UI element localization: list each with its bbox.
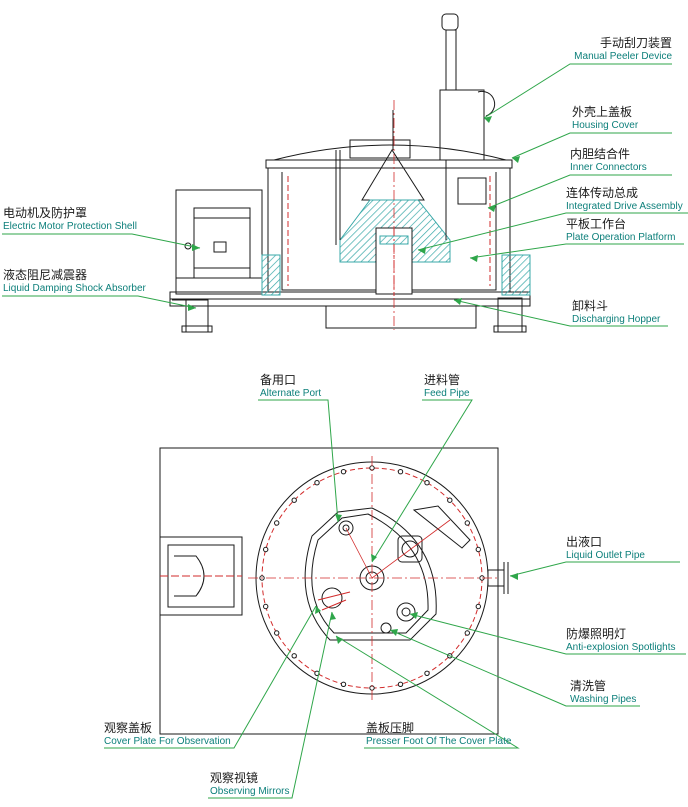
bolt [397, 469, 404, 475]
side-view [169, 13, 531, 333]
label-en: Liquid Outlet Pipe [566, 549, 645, 561]
base-plate [159, 447, 499, 735]
label-en: Anti-explosion Spotlights [566, 641, 676, 653]
label-plate-platform: 平板工作台 Plate Operation Platform [566, 217, 676, 243]
label-zh: 平板工作台 [566, 217, 627, 231]
label-zh: 备用口 [260, 373, 297, 387]
label-alternate-port: 备用口 Alternate Port [260, 373, 322, 399]
label-drive-assembly: 连体传动总成 Integrated Drive Assembly [566, 186, 683, 212]
label-en: Presser Foot Of The Cover Plate [366, 735, 512, 747]
label-en: Plate Operation Platform [566, 231, 676, 243]
label-en: Alternate Port [260, 387, 322, 399]
label-shock-absorber: 液态阻尼减震器 Liquid Damping Shock Absorber [3, 268, 146, 294]
label-zh: 内胆结合件 [570, 147, 631, 161]
label-zh: 外壳上盖板 [572, 105, 633, 119]
bolt [424, 480, 430, 486]
peeler-column [439, 89, 485, 161]
cover-plate [304, 507, 437, 641]
bolt [464, 630, 470, 636]
bolt [464, 520, 470, 526]
bolt [263, 603, 269, 610]
label-en: Cover Plate For Observation [104, 735, 231, 747]
label-zh: 连体传动总成 [566, 186, 639, 200]
label-zh: 盖板压脚 [366, 721, 415, 735]
label-housing-cover: 外壳上盖板 Housing Cover [572, 105, 639, 131]
label-discharging-hopper: 卸料斗 Discharging Hopper [572, 299, 661, 325]
bolt [340, 681, 347, 687]
label-en: Washing Pipes [570, 693, 637, 705]
bolt [475, 546, 481, 553]
motor-guard [175, 189, 263, 295]
bolt [274, 520, 280, 526]
label-en: Integrated Drive Assembly [566, 200, 683, 212]
label-spotlights: 防爆照明灯 Anti-explosion Spotlights [566, 627, 676, 653]
observation-port [321, 587, 343, 609]
bolt [263, 546, 269, 553]
label-inner-connectors: 内胆结合件 Inner Connectors [570, 147, 647, 173]
washing-port [380, 622, 392, 634]
label-en: Inner Connectors [570, 161, 647, 173]
label-zh: 电动机及防护罩 [3, 206, 88, 220]
bolt [424, 670, 430, 676]
label-zh: 进料管 [424, 373, 461, 387]
label-en: Housing Cover [572, 119, 639, 131]
label-zh: 防爆照明灯 [566, 627, 627, 641]
bolt [475, 603, 481, 610]
peeler-port [397, 535, 423, 563]
label-en: Manual Peeler Device [574, 50, 672, 62]
label-cover-plate-obs: 观察盖板 Cover Plate For Observation [104, 721, 231, 747]
bolt [314, 480, 320, 486]
label-en: Observing Mirrors [210, 785, 290, 797]
label-en: Feed Pipe [424, 387, 470, 399]
label-zh: 手动刮刀装置 [599, 36, 672, 50]
bolt [291, 497, 297, 503]
bolt [274, 630, 280, 636]
spotlight [396, 602, 416, 622]
label-en: Liquid Damping Shock Absorber [3, 282, 146, 294]
bolt [340, 469, 347, 475]
label-zh: 观察盖板 [104, 721, 153, 735]
label-en: Electric Motor Protection Shell [3, 220, 137, 232]
label-zh: 观察视镜 [210, 771, 259, 785]
label-presser-foot: 盖板压脚 Presser Foot Of The Cover Plate [366, 721, 512, 747]
feed-pipe-port [338, 520, 354, 536]
bolt [291, 653, 297, 659]
label-zh: 液态阻尼减震器 [3, 268, 88, 282]
label-washing-pipes: 清洗管 Washing Pipes [570, 679, 637, 705]
bolt [447, 497, 453, 503]
bolt [397, 681, 404, 687]
label-en: Discharging Hopper [572, 313, 661, 325]
label-feed-pipe: 进料管 Feed Pipe [424, 373, 470, 399]
label-manual-peeler: 手动刮刀装置 Manual Peeler Device [574, 36, 672, 62]
label-liquid-outlet: 出液口 Liquid Outlet Pipe [566, 535, 645, 561]
label-motor-shell: 电动机及防护罩 Electric Motor Protection Shell [3, 206, 137, 232]
label-zh: 清洗管 [570, 679, 607, 693]
leader-lines [2, 63, 688, 799]
top-view [159, 447, 509, 735]
label-zh: 出液口 [566, 535, 603, 549]
shock-absorber-right [497, 297, 523, 333]
bolt-ring [259, 465, 485, 691]
label-observing-mirrors: 观察视镜 Observing Mirrors [210, 771, 290, 797]
leader-arrows [188, 116, 520, 644]
label-zh: 卸料斗 [572, 299, 609, 313]
